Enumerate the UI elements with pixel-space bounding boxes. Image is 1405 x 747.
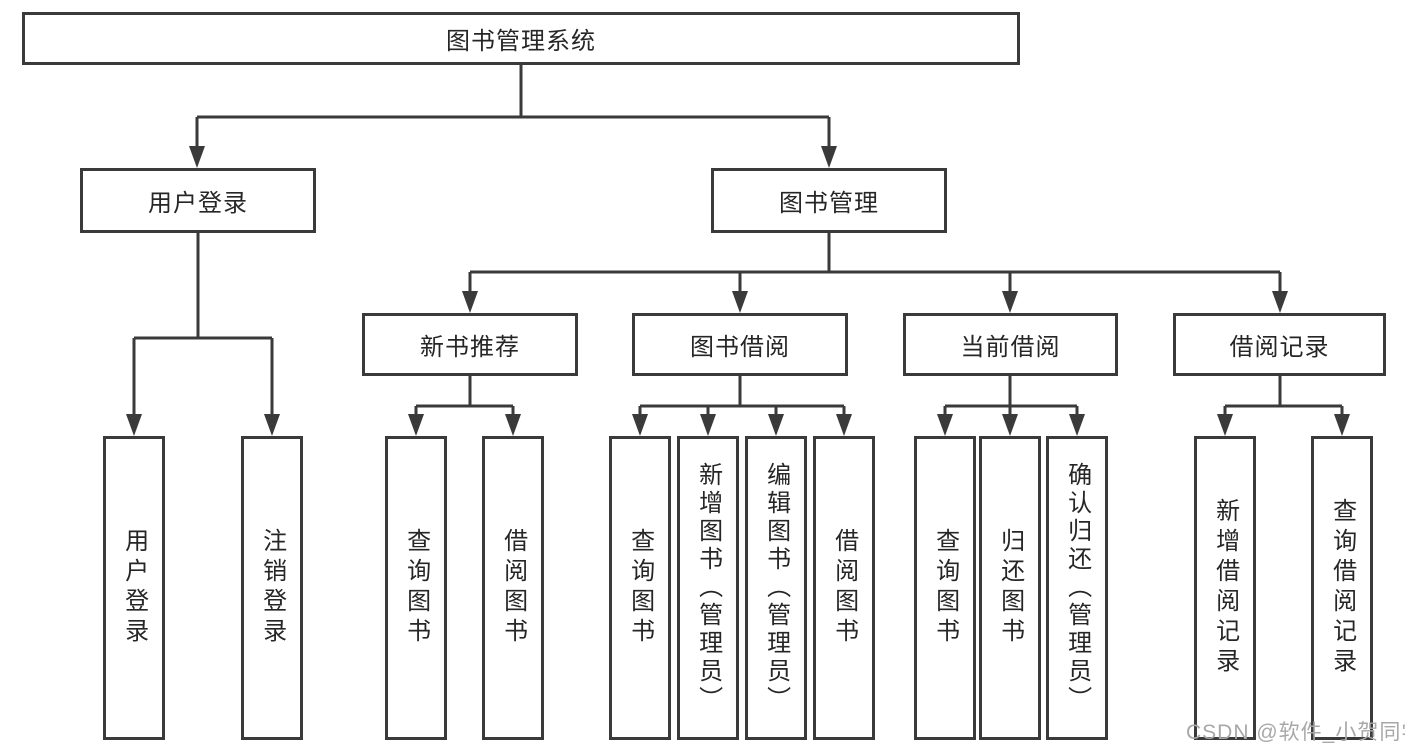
arrowhead-icon [505, 414, 521, 436]
node-new-book-rec: 新书推荐 [362, 313, 578, 376]
node-borrow-record-label: 借阅记录 [1229, 334, 1330, 361]
node-leaf-user-login-label: 用户登录 [120, 528, 148, 648]
node-bb-borrow-book-label: 借阅图书 [830, 528, 858, 648]
node-root-label: 图书管理系统 [446, 28, 596, 55]
arrowhead-icon [821, 146, 837, 168]
node-br-add-record: 新增借阅记录 [1194, 436, 1256, 740]
node-new-book-rec-label: 新书推荐 [420, 334, 520, 361]
node-bb-borrow-book: 借阅图书 [813, 436, 875, 740]
arrowhead-icon [1217, 414, 1233, 436]
arrowhead-icon [408, 414, 424, 436]
arrowhead-icon [1002, 414, 1018, 436]
node-cb-return-book-label: 归还图书 [996, 528, 1024, 648]
arrowhead-icon [1002, 291, 1018, 313]
node-leaf-logout: 注销登录 [241, 436, 303, 740]
connector-new-book-rec-to-leaves [408, 375, 521, 436]
node-rec-query-book: 查询图书 [385, 436, 447, 740]
node-bb-edit-book-label: 编辑图书（管理员） [762, 462, 790, 714]
node-bb-add-book: 新增图书（管理员） [677, 436, 739, 740]
connector-borrow-record-to-leaves [1217, 375, 1350, 436]
node-br-add-record-label: 新增借阅记录 [1211, 498, 1239, 678]
node-bb-edit-book: 编辑图书（管理员） [745, 436, 807, 740]
connector-book-borrow-to-leaves [632, 375, 852, 436]
node-leaf-user-login: 用户登录 [103, 436, 165, 740]
arrowhead-icon [1334, 414, 1350, 436]
node-borrow-record: 借阅记录 [1173, 313, 1386, 376]
node-user-login-label: 用户登录 [148, 190, 248, 217]
arrowhead-icon [700, 414, 716, 436]
arrowhead-icon [1272, 291, 1288, 313]
arrowhead-icon [126, 414, 142, 436]
node-rec-borrow-book-label: 借阅图书 [499, 528, 527, 648]
node-cb-confirm-return: 确认归还（管理员） [1046, 436, 1108, 740]
arrowhead-icon [1069, 414, 1085, 436]
node-user-login: 用户登录 [80, 168, 316, 233]
arrowhead-icon [264, 414, 280, 436]
node-cb-return-book: 归还图书 [979, 436, 1041, 740]
arrowhead-icon [768, 414, 784, 436]
connector-current-borrow-to-leaves [937, 375, 1085, 436]
connector-book-mgmt-to-level3 [462, 233, 1288, 313]
node-current-borrow: 当前借阅 [903, 313, 1118, 376]
node-rec-query-book-label: 查询图书 [402, 528, 430, 648]
arrowhead-icon [632, 414, 648, 436]
connector-root-to-level2 [189, 65, 837, 168]
node-br-query-record-label: 查询借阅记录 [1328, 498, 1356, 678]
node-current-borrow-label: 当前借阅 [960, 334, 1061, 361]
node-book-borrow: 图书借阅 [632, 313, 848, 376]
arrowhead-icon [836, 414, 852, 436]
node-bb-add-book-label: 新增图书（管理员） [694, 462, 722, 714]
node-bb-query-book: 查询图书 [609, 436, 671, 740]
node-bb-query-book-label: 查询图书 [626, 528, 654, 648]
arrowhead-icon [937, 414, 953, 436]
node-book-mgmt-label: 图书管理 [779, 190, 879, 217]
node-rec-borrow-book: 借阅图书 [482, 436, 544, 740]
node-cb-query-book: 查询图书 [914, 436, 976, 740]
arrowhead-icon [462, 291, 478, 313]
node-root: 图书管理系统 [22, 12, 1020, 65]
arrowhead-icon [189, 146, 205, 168]
node-book-borrow-label: 图书借阅 [690, 334, 790, 361]
node-cb-query-book-label: 查询图书 [931, 528, 959, 648]
node-br-query-record: 查询借阅记录 [1311, 436, 1373, 740]
watermark: CSDN @软件_小贺同学 [1186, 721, 1405, 744]
node-leaf-logout-label: 注销登录 [258, 528, 286, 648]
node-book-mgmt: 图书管理 [711, 168, 947, 233]
connector-user-login-to-leaves [126, 233, 280, 436]
arrowhead-icon [732, 291, 748, 313]
node-cb-confirm-return-label: 确认归还（管理员） [1063, 462, 1091, 714]
